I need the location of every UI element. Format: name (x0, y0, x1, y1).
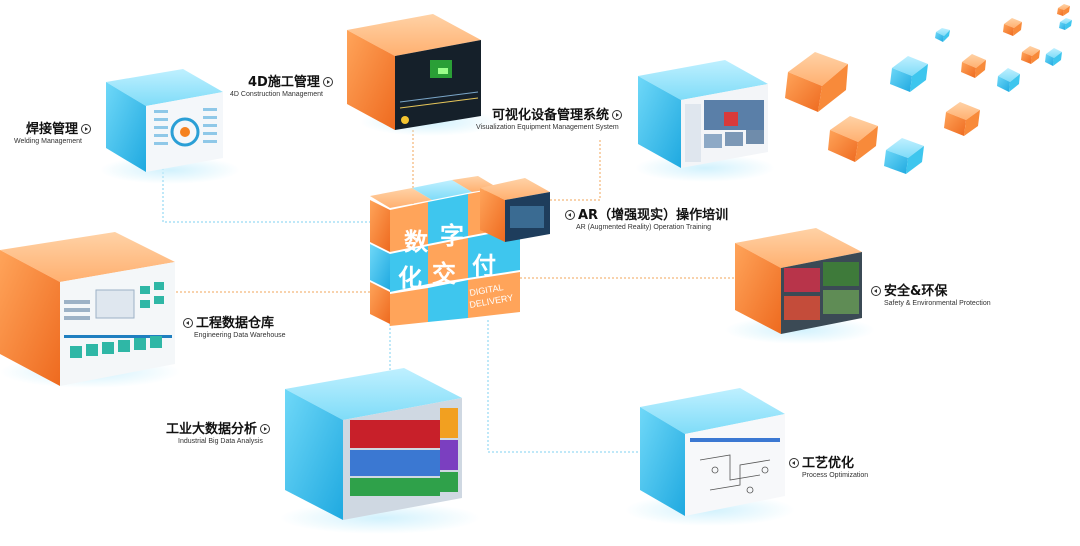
arrow-right-icon (260, 423, 271, 434)
safety-subtitle: Safety & Environmental Protection (884, 300, 991, 307)
process-title: 工艺优化 (802, 456, 855, 471)
arrow-left-icon (871, 285, 881, 296)
ar-subtitle: AR (Augmented Reality) Operation Trainin… (576, 224, 712, 231)
process-box[interactable] (640, 388, 785, 516)
float-cube-blue-6 (1059, 18, 1072, 30)
bigdata-box[interactable] (285, 368, 462, 520)
float-cube-orange-large (785, 52, 848, 112)
safety-screen (784, 262, 859, 320)
center-char-4: 交 (432, 260, 456, 288)
warehouse-title: 工程数据仓库 (196, 316, 275, 331)
arrow-right-icon (612, 109, 623, 120)
bigdata-label[interactable]: 工业大数据分析 Industrial Big Data Analysis (166, 418, 273, 445)
center-cube[interactable]: 数 字 化 交 付 DIGITAL DELIVERY (370, 176, 550, 326)
welding-title: 焊接管理 (26, 122, 79, 137)
float-cube-orange-3 (944, 102, 980, 136)
float-cube-orange-6 (1021, 46, 1040, 64)
bigdata-screen (350, 408, 458, 496)
process-subtitle: Process Optimization (802, 472, 869, 479)
float-cube-blue-2 (884, 138, 924, 174)
construction4d-screen (399, 60, 479, 124)
equipment-screen (685, 100, 764, 162)
warehouse-screen (64, 282, 172, 358)
float-cube-blue-5 (935, 28, 950, 42)
center-char-1: 数 (404, 228, 429, 256)
ar-label[interactable]: AR（增强现实）操作培训 AR (Augmented Reality) Oper… (562, 204, 728, 231)
arrow-right-icon (322, 76, 333, 87)
process-label[interactable]: 工艺优化 Process Optimization (786, 452, 868, 479)
arrow-left-icon (183, 317, 193, 328)
equipment-title: 可视化设备管理系统 (492, 108, 610, 123)
construction4d-box[interactable] (347, 14, 481, 130)
equipment-box[interactable] (638, 60, 768, 168)
arrow-left-icon (789, 457, 799, 468)
equipment-label[interactable]: 可视化设备管理系统 Visualization Equipment Manage… (476, 104, 625, 131)
ar-title: AR（增强现实）操作培训 (578, 208, 729, 223)
center-char-2: 字 (440, 222, 464, 250)
welding-screen (154, 108, 217, 147)
bigdata-subtitle: Industrial Big Data Analysis (178, 438, 263, 445)
center-char-5: 付 (472, 252, 496, 280)
center-char-3: 化 (398, 264, 422, 292)
bigdata-title: 工业大数据分析 (166, 422, 258, 437)
float-cube-blue-3 (997, 68, 1020, 92)
ar-screen (510, 206, 544, 228)
safety-label[interactable]: 安全&环保 Safety & Environmental Protection (868, 280, 991, 307)
warehouse-subtitle: Engineering Data Warehouse (194, 332, 286, 339)
float-cube-blue-1 (890, 56, 928, 92)
float-cube-orange-2 (828, 116, 878, 162)
construction4d-label[interactable]: 4D施工管理 4D Construction Management (230, 71, 336, 98)
floating-cubes (785, 4, 1072, 174)
welding-subtitle: Welding Management (14, 138, 82, 145)
ar-box[interactable] (480, 178, 550, 242)
process-screen (690, 438, 780, 494)
construction4d-subtitle: 4D Construction Management (230, 91, 323, 98)
equipment-subtitle: Visualization Equipment Management Syste… (476, 124, 619, 131)
construction4d-title: 4D施工管理 (248, 75, 320, 90)
float-cube-orange-7 (1057, 4, 1070, 16)
warehouse-label[interactable]: 工程数据仓库 Engineering Data Warehouse (180, 312, 286, 339)
safety-box[interactable] (735, 228, 862, 334)
float-cube-blue-4 (1045, 48, 1062, 66)
float-cube-orange-5 (1003, 18, 1022, 36)
arrow-right-icon (81, 123, 92, 134)
warehouse-box[interactable] (0, 232, 175, 386)
arrow-left-icon (565, 209, 575, 220)
welding-box[interactable] (106, 69, 223, 172)
safety-title: 安全&环保 (884, 284, 948, 299)
welding-label[interactable]: 焊接管理 Welding Management (14, 118, 94, 145)
float-cube-orange-4 (961, 54, 986, 78)
